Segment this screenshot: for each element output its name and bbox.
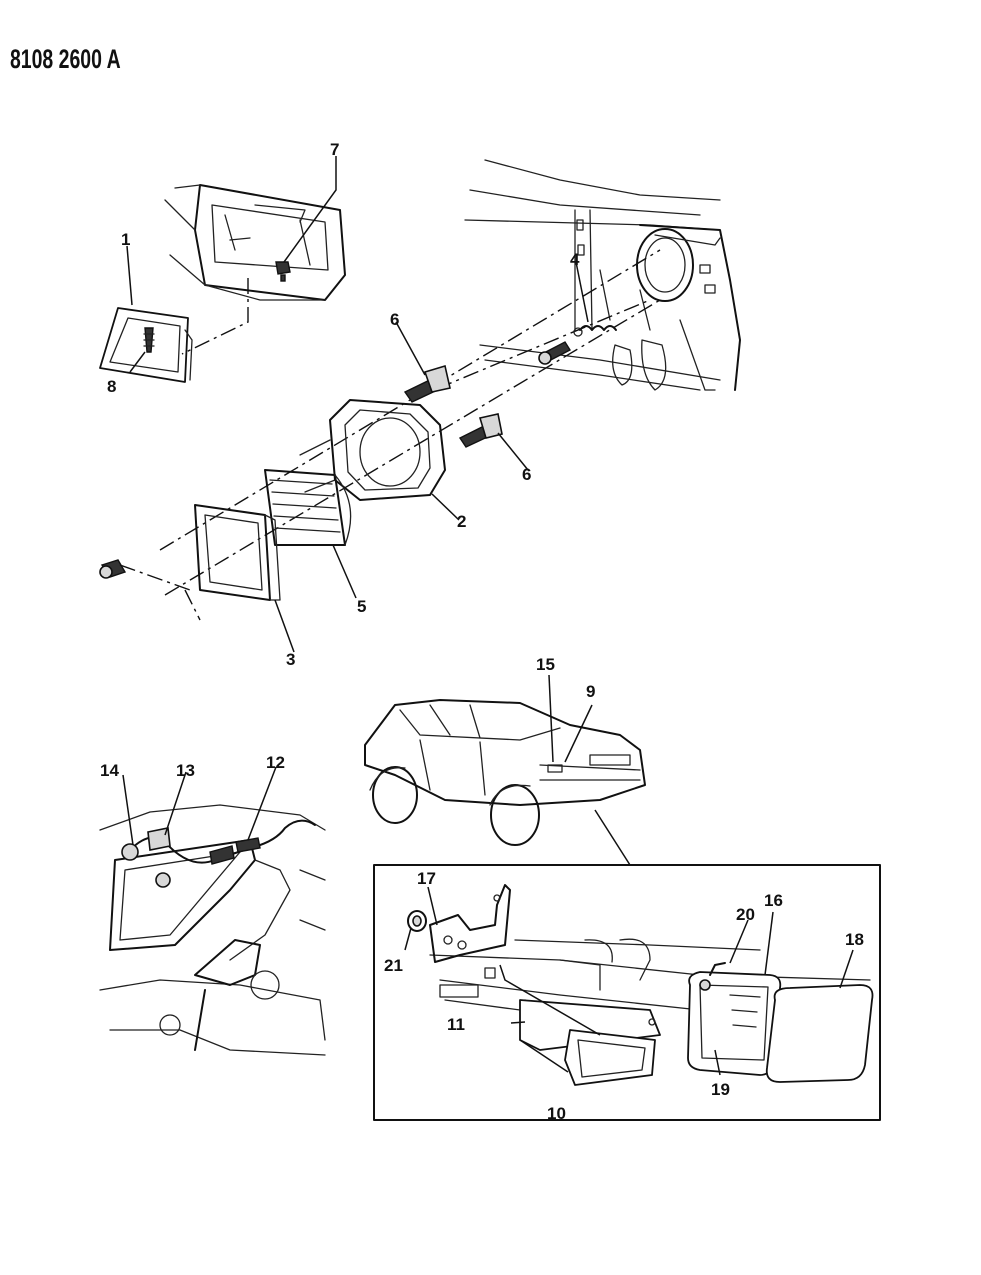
wheel-arches bbox=[369, 767, 531, 806]
callout-18: 18 bbox=[845, 930, 864, 949]
callout-7: 7 bbox=[330, 140, 339, 159]
callout-19: 19 bbox=[711, 1080, 730, 1099]
callout-12: 12 bbox=[266, 753, 285, 772]
callout-6-lower: 6 bbox=[522, 465, 531, 484]
callout-4: 4 bbox=[570, 250, 580, 269]
callout-21: 21 bbox=[384, 956, 403, 975]
callout-9: 9 bbox=[586, 682, 595, 701]
bracket-nut bbox=[407, 910, 427, 932]
lamp-inset-frame bbox=[373, 864, 881, 1121]
mounting-screw bbox=[538, 341, 571, 365]
callout-11: 11 bbox=[447, 1015, 465, 1034]
wiring-inset bbox=[99, 804, 326, 1056]
document-id: 8108 2600 A bbox=[10, 44, 121, 74]
callout-2: 2 bbox=[457, 512, 466, 531]
bezel-opening-panel bbox=[164, 184, 346, 301]
callout-1: 1 bbox=[121, 230, 130, 249]
lamp-inset-background bbox=[429, 938, 871, 1021]
callout-leaders bbox=[122, 156, 854, 1076]
callout-8: 8 bbox=[107, 377, 116, 396]
adjuster-spring bbox=[573, 325, 617, 337]
fender-radiator-support bbox=[464, 159, 741, 391]
lamp-mounting-bracket bbox=[429, 884, 511, 963]
callout-14: 14 bbox=[100, 761, 119, 780]
side-marker-lens bbox=[765, 984, 874, 1083]
bulb-socket bbox=[121, 843, 139, 861]
bezel-screw bbox=[143, 327, 155, 353]
callout-3: 3 bbox=[286, 650, 295, 669]
ring-screw bbox=[99, 559, 127, 579]
callout-6-upper: 6 bbox=[390, 310, 399, 329]
harness-connector bbox=[147, 827, 171, 851]
headlamp-housing bbox=[299, 399, 446, 501]
callout-13: 13 bbox=[176, 761, 195, 780]
callout-20: 20 bbox=[736, 905, 755, 924]
headlamp-sealed-beam bbox=[264, 469, 352, 546]
adjusting-screw-lower bbox=[458, 413, 503, 448]
bezel-clip-nut bbox=[275, 261, 291, 282]
retaining-ring bbox=[194, 504, 281, 601]
callout-15: 15 bbox=[536, 655, 555, 674]
park-turn-lamp bbox=[519, 999, 661, 1086]
callout-5: 5 bbox=[357, 597, 366, 616]
headlamp-bezel bbox=[99, 307, 193, 383]
adjusting-screw-upper bbox=[403, 364, 451, 403]
callout-16: 16 bbox=[764, 891, 783, 910]
callout-10: 10 bbox=[547, 1104, 566, 1123]
side-marker-lamp bbox=[687, 962, 782, 1076]
callout-17: 17 bbox=[417, 869, 436, 888]
vehicle-illustration bbox=[364, 699, 646, 846]
